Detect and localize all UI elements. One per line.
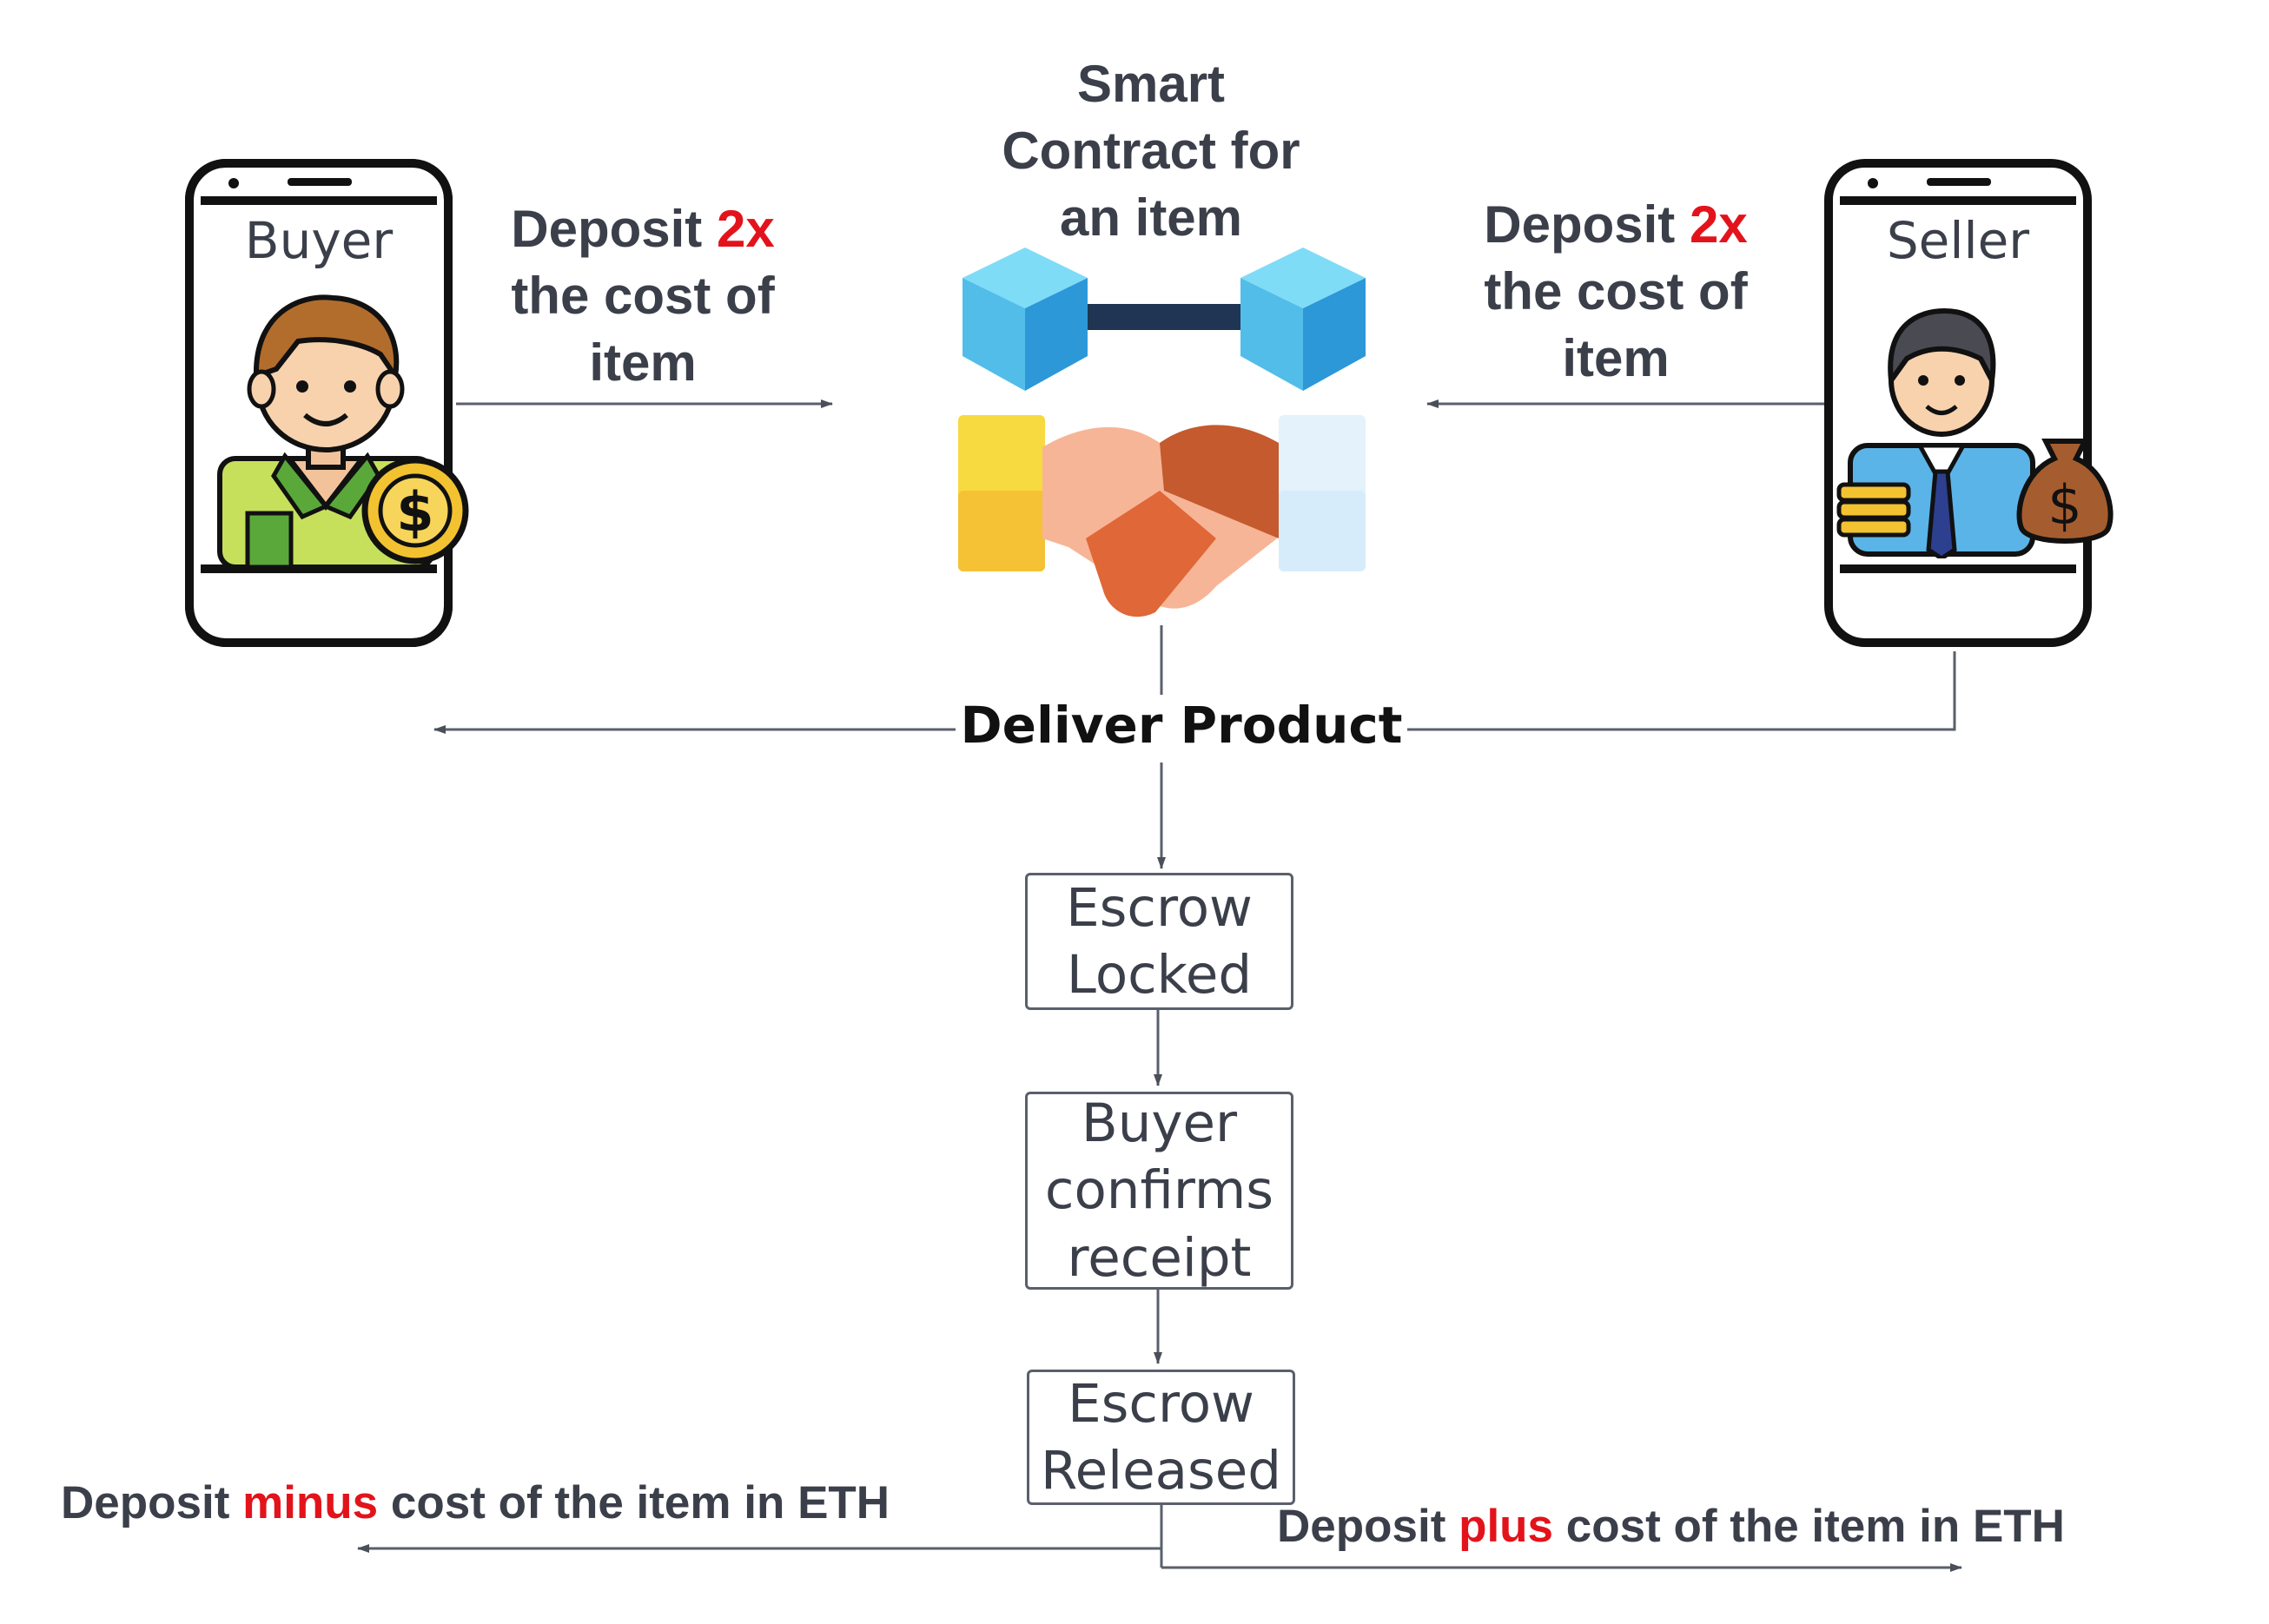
seller-deposit-prefix: Deposit <box>1484 195 1690 254</box>
refund-seller-emphasis: plus <box>1459 1501 1554 1552</box>
blockchain-icon <box>963 248 1366 391</box>
svg-text:$: $ <box>396 480 433 544</box>
buyer-confirms-line2: confirms <box>1044 1159 1274 1222</box>
escrow-released-line1: Escrow <box>1068 1372 1254 1435</box>
escrow-locked-line2: Locked <box>1066 944 1253 1006</box>
refund-buyer-suffix: cost of the item in ETH <box>378 1477 890 1528</box>
buyer-confirms-box: Buyer confirms receipt <box>1025 1092 1293 1290</box>
handshake-icon <box>958 415 1366 617</box>
svg-text:$: $ <box>2047 473 2081 537</box>
escrow-released-box: Escrow Released <box>1027 1370 1295 1505</box>
refund-buyer-emphasis: minus <box>242 1477 379 1528</box>
seller-deposit-line2: the cost of <box>1484 262 1748 320</box>
smart-contract-title: Smart Contract for an item <box>943 50 1359 251</box>
buyer-label: Buyer <box>244 211 394 270</box>
refund-buyer-label: Deposit minus cost of the item in ETH <box>61 1476 999 1531</box>
seller-deliver-line <box>1403 651 1956 731</box>
refund-seller-suffix: cost of the item in ETH <box>1553 1501 2065 1552</box>
escrow-locked-box: Escrow Locked <box>1025 873 1293 1010</box>
coin-stack-icon <box>1836 482 1911 538</box>
seller-deposit-label: Deposit 2x the cost of item <box>1442 191 1789 392</box>
refund-seller-prefix: Deposit <box>1277 1501 1459 1552</box>
title-line-2: Contract for <box>1002 122 1300 180</box>
seller-deposit-emphasis: 2x <box>1689 195 1748 254</box>
deliver-product-label: Deliver Product <box>956 695 1407 756</box>
buyer-deposit-label: Deposit 2x the cost of item <box>469 195 817 396</box>
buyer-deposit-line3: item <box>589 333 697 392</box>
buyer-deposit-prefix: Deposit <box>511 200 717 258</box>
title-line-1: Smart <box>1076 55 1226 113</box>
coin-icon: $ <box>361 457 469 564</box>
escrow-released-line2: Released <box>1040 1440 1282 1502</box>
seller-deposit-line3: item <box>1562 329 1670 387</box>
escrow-locked-line1: Escrow <box>1066 876 1253 939</box>
money-bag-icon: $ <box>2016 439 2114 544</box>
buyer-confirms-line1: Buyer <box>1081 1092 1238 1154</box>
seller-label: Seller <box>1886 211 2030 270</box>
buyer-confirms-line3: receipt <box>1067 1226 1252 1289</box>
buyer-phone: Buyer $ <box>185 159 469 647</box>
refund-seller-label: Deposit plus cost of the item in ETH <box>1277 1500 2215 1555</box>
buyer-deposit-emphasis: 2x <box>716 200 775 258</box>
refund-buyer-prefix: Deposit <box>61 1477 243 1528</box>
title-line-3: an item <box>1059 188 1243 247</box>
buyer-deposit-line2: the cost of <box>511 267 775 325</box>
seller-phone: Seller $ <box>1824 159 2114 647</box>
